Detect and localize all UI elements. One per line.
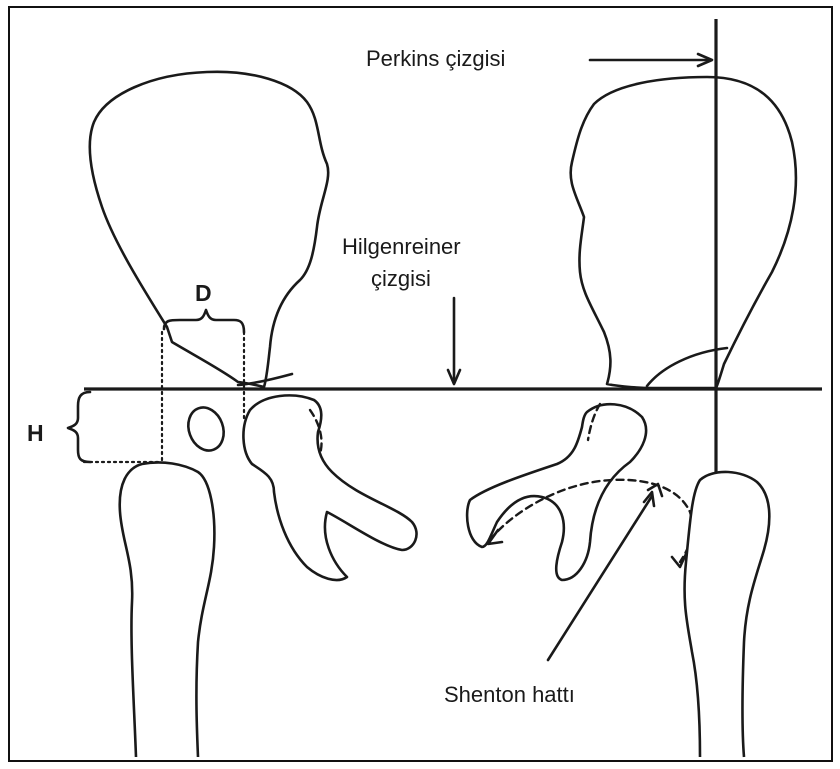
hilgenreiner-label-line2: çizgisi: [371, 266, 431, 292]
left-ischium: [243, 395, 416, 580]
right-ischium: [467, 404, 646, 580]
left-ilium: [90, 72, 328, 387]
diagram-frame: Perkins çizgisi Hilgenreiner çizgisi D H…: [8, 6, 833, 762]
hilgenreiner-label-line1: Hilgenreiner: [342, 234, 461, 260]
left-ischial-oval: [183, 403, 230, 456]
left-femur: [120, 462, 215, 757]
right-ilium: [571, 77, 796, 388]
h-brace: [68, 392, 90, 462]
pelvis-diagram: [8, 6, 833, 762]
shenton-arrow-right: [672, 554, 686, 567]
d-label: D: [195, 280, 212, 306]
right-femur: [685, 472, 770, 757]
h-label: H: [27, 420, 44, 446]
shenton-label: Shenton hattı: [444, 682, 575, 708]
perkins-label: Perkins çizgisi: [366, 46, 505, 72]
